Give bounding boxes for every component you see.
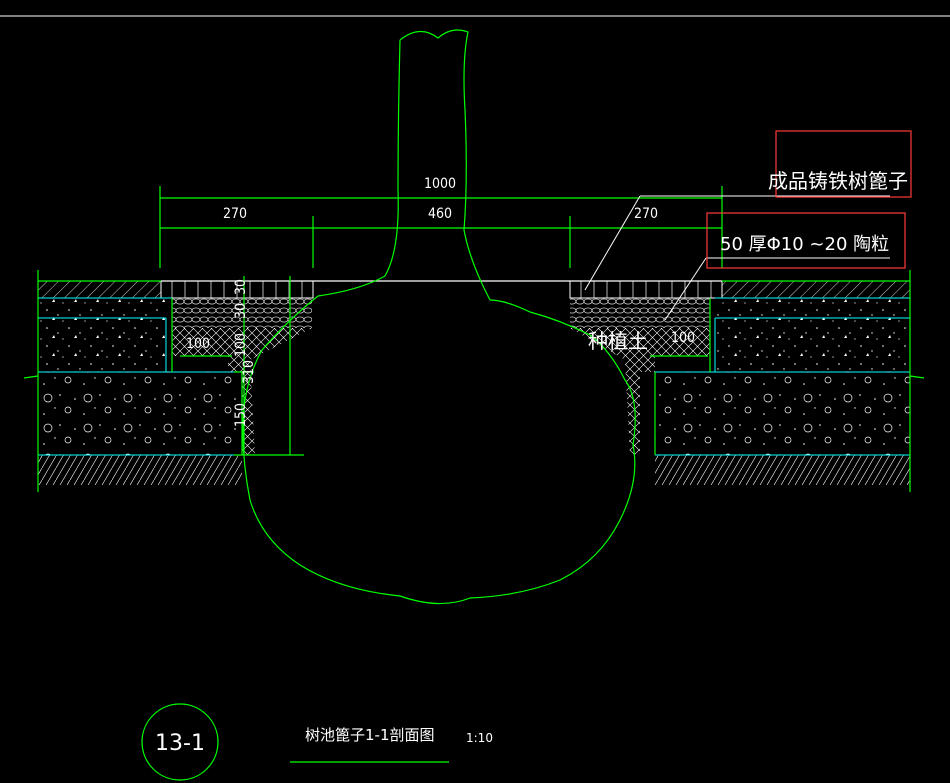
dim-curb-left: 100	[186, 336, 210, 352]
dim-grate-thickness: 30	[233, 279, 249, 295]
dim-left: 270	[223, 206, 247, 222]
dim-depth-310: 310	[241, 360, 257, 384]
dim-depth-150: 150	[233, 403, 249, 427]
dim-depth-100: 100	[233, 333, 249, 357]
gravel-right	[570, 298, 710, 328]
ground-hatch-left	[38, 455, 242, 485]
drawing-number-circle	[141, 703, 219, 781]
dim-overall: 1000	[424, 176, 456, 192]
paving-right	[722, 281, 910, 298]
label-soil: 种植土	[588, 329, 648, 353]
drawing-scale: 1:10	[466, 731, 493, 745]
dim-gravel-thickness: 30	[233, 303, 249, 319]
highlight-gravel-label	[706, 212, 906, 269]
label-gravel: 50 厚Φ10 ~20 陶粒	[720, 234, 889, 255]
dim-middle: 460	[428, 206, 452, 222]
gravel-left	[172, 298, 312, 328]
curb-right	[570, 328, 710, 455]
root-ball	[242, 295, 636, 605]
section-outline	[23, 270, 925, 492]
drawing-title: 树池篦子1-1剖面图	[305, 726, 435, 744]
grate-bars	[171, 281, 712, 298]
foundation-right	[655, 372, 910, 455]
dimension-lines	[159, 186, 723, 456]
paving-left	[38, 281, 161, 298]
highlight-grate-label	[775, 130, 912, 198]
ground-hatch-right	[655, 455, 910, 485]
tree-trunk	[317, 29, 491, 301]
dim-curb-right: 100	[671, 330, 695, 346]
dim-right: 270	[634, 206, 658, 222]
leader-lines	[584, 195, 890, 321]
label-grate: 成品铸铁树篦子	[768, 169, 908, 193]
drawing-number: 13-1	[155, 731, 205, 756]
foundation-left	[38, 372, 242, 455]
